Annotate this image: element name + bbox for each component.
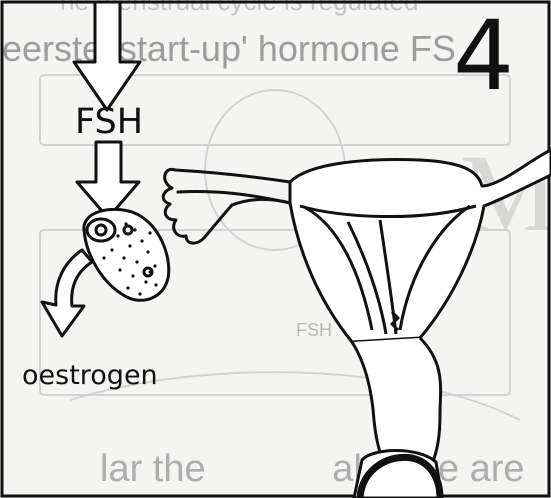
cervix [352, 338, 442, 498]
hormone-label-fsh: FSH [75, 105, 143, 140]
fallopian-tube [163, 169, 290, 243]
arrow-icon-curved-oestrogen [42, 250, 92, 336]
panel-number: 4 [453, 8, 514, 104]
arrow-icon-down-follicle [77, 142, 139, 218]
product-label-oestrogen: oestrogen [22, 362, 158, 389]
ovary-follicle [84, 209, 169, 300]
arrow-icon-down-top [74, 2, 140, 110]
